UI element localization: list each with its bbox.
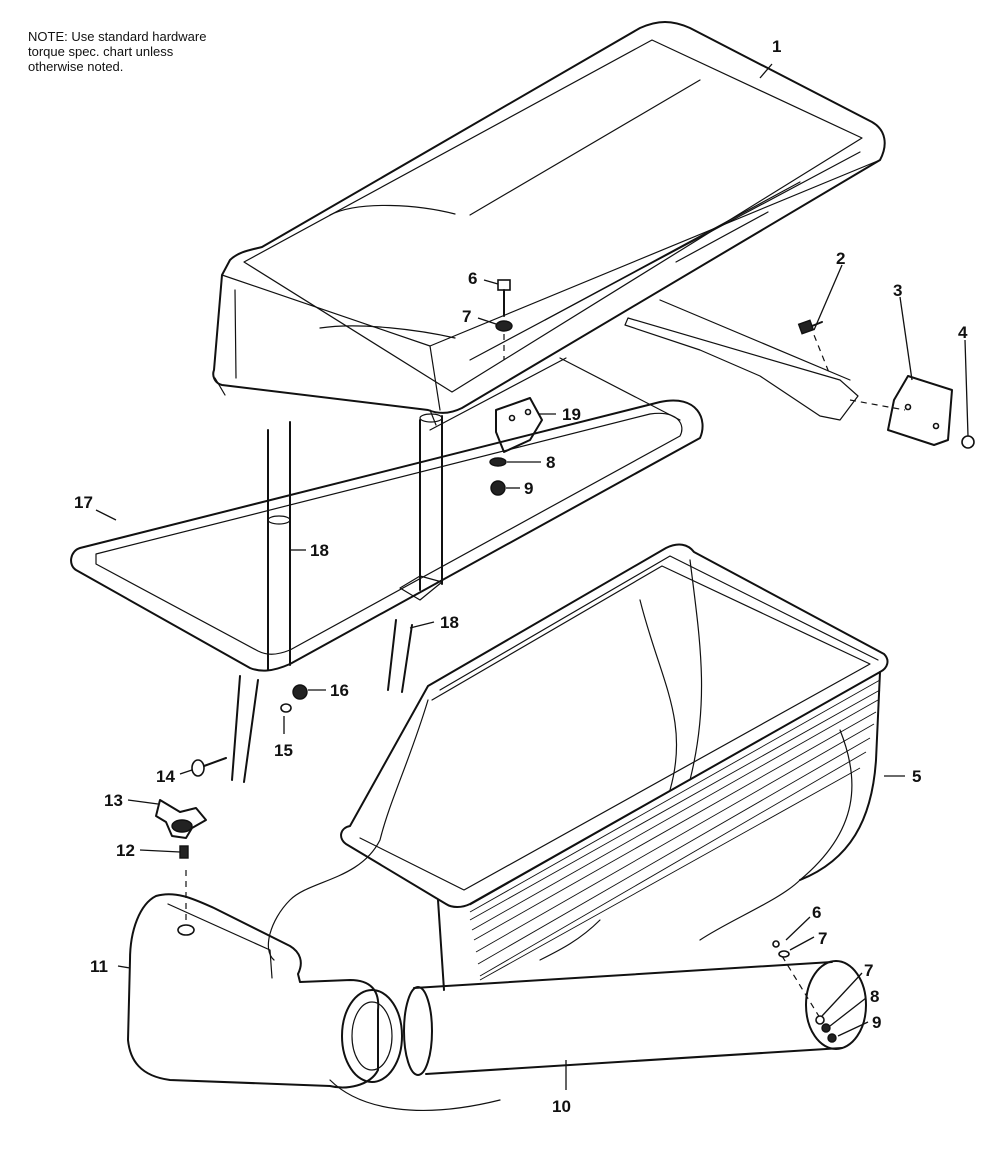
callout-8-bracket: 8 xyxy=(546,453,555,472)
callout-6-hood: 6 xyxy=(468,269,477,288)
hood-cover xyxy=(212,21,886,426)
hood-bolt-6 xyxy=(495,279,513,360)
callout-7-hood: 7 xyxy=(462,307,471,326)
note-line-2: torque spec. chart unless xyxy=(28,44,174,59)
note-line-1: NOTE: Use standard hardware xyxy=(28,29,207,44)
callout-19: 19 xyxy=(562,405,581,424)
wing-nut-13 xyxy=(155,799,207,839)
leader-lines xyxy=(95,63,969,1090)
callout-18-front: 18 xyxy=(310,541,329,560)
chute-11 xyxy=(127,870,403,1089)
nut-16 xyxy=(292,684,308,700)
callout-13: 13 xyxy=(104,791,123,810)
callout-4: 4 xyxy=(958,323,968,342)
callout-15: 15 xyxy=(274,741,293,760)
callout-9-bracket: 9 xyxy=(524,479,533,498)
note-line-3: otherwise noted. xyxy=(28,59,124,74)
bracket-19 xyxy=(489,397,543,496)
washer-15 xyxy=(280,703,292,713)
hinge-bracket xyxy=(887,375,953,446)
callout-6-tube: 6 xyxy=(812,903,821,922)
callout-8-tube: 8 xyxy=(870,987,879,1006)
callout-17: 17 xyxy=(74,493,93,512)
nut-4 xyxy=(961,435,975,449)
callout-16: 16 xyxy=(330,681,349,700)
screw-12 xyxy=(179,845,189,859)
callout-14: 14 xyxy=(156,767,175,786)
callout-9-tube: 9 xyxy=(872,1013,881,1032)
hardware-note: NOTE: Use standard hardware torque spec.… xyxy=(28,29,278,74)
callout-5: 5 xyxy=(912,767,921,786)
callout-18-rear: 18 xyxy=(440,613,459,632)
callout-7-tube-top: 7 xyxy=(818,929,827,948)
callout-10: 10 xyxy=(552,1097,571,1116)
callout-1: 1 xyxy=(772,37,781,56)
bolt-2 xyxy=(797,319,823,335)
callout-11: 11 xyxy=(90,957,108,976)
callout-2: 2 xyxy=(836,249,845,268)
bag-mesh xyxy=(469,671,881,981)
legs-18 xyxy=(231,413,443,783)
callout-numbers: 1 2 3 4 5 6 7 19 8 9 17 18 18 16 15 14 1… xyxy=(74,37,968,1116)
grass-bag-5 xyxy=(267,543,889,991)
tube-10 xyxy=(329,940,867,1112)
hood-mount-rail xyxy=(624,299,906,421)
callout-3: 3 xyxy=(893,281,902,300)
carriage-bolt-14 xyxy=(191,757,227,777)
callout-12: 12 xyxy=(116,841,135,860)
callout-7-tube-end: 7 xyxy=(864,961,873,980)
